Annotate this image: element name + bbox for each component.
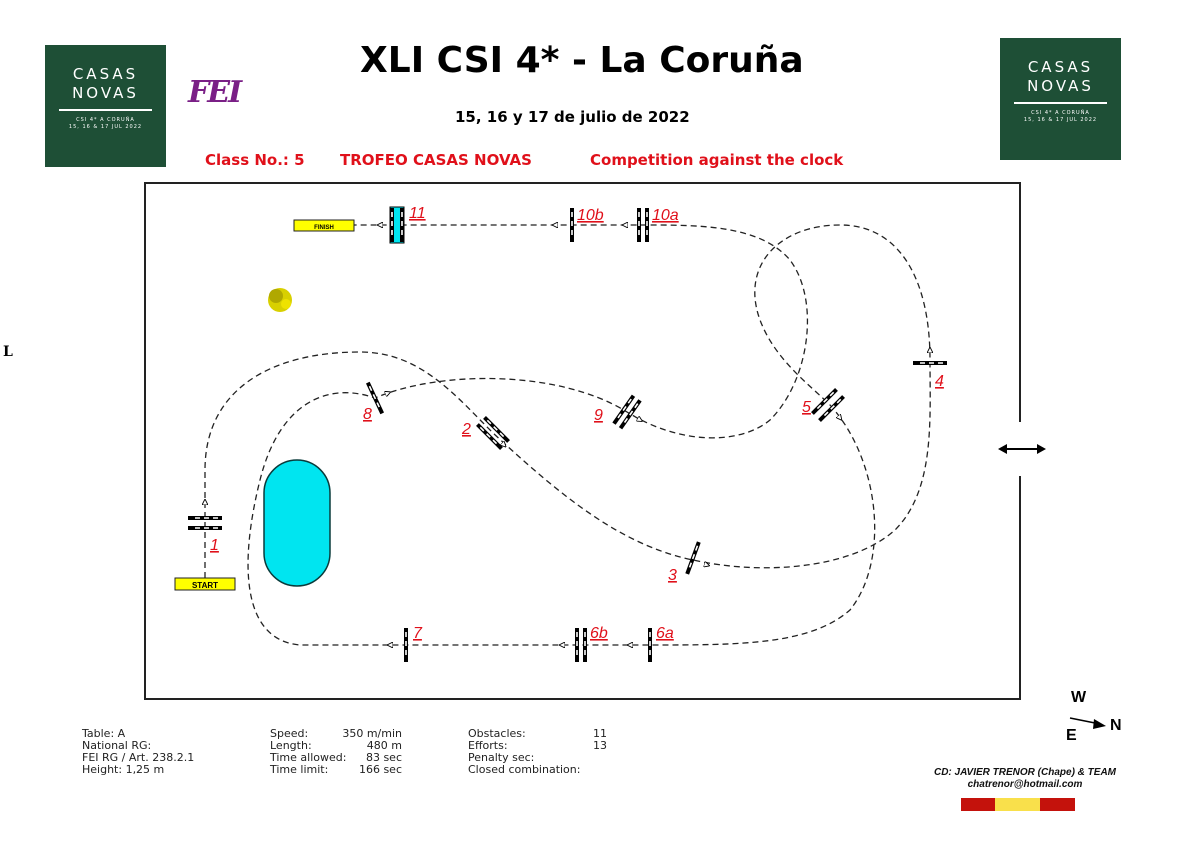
info-col-obstacles: Obstacles: 11 Efforts: 13 Penalty sec: Clo… xyxy=(468,728,607,776)
logo-text: CSI 4* A CORUÑA xyxy=(76,117,135,123)
course-designer: CD: JAVIER TRENOR (Chape) & TEAM chatren… xyxy=(905,767,1145,791)
fence-number: 6a xyxy=(656,625,674,642)
logo-text: CSI 4* A CORUÑA xyxy=(1031,110,1090,116)
fence-number: 8 xyxy=(363,406,372,423)
info-key: Efforts: xyxy=(468,739,508,752)
logo-text: 15, 16 & 17 JUL 2022 xyxy=(1023,117,1098,123)
fence-6b xyxy=(575,626,587,664)
fence-number: 6b xyxy=(590,625,608,642)
fence-number: 2 xyxy=(461,421,471,438)
arena-border xyxy=(144,182,1021,700)
compass-arrow-icon xyxy=(1069,717,1106,729)
casas-novas-logo-right: CASAS NOVAS CSI 4* A CORUÑA 15, 16 & 17 … xyxy=(1000,38,1121,160)
info-value: 480 m xyxy=(366,739,402,752)
bush-icon xyxy=(268,288,292,312)
info-key: Speed: xyxy=(270,727,309,740)
info-line: Height: 1,25 m xyxy=(82,763,165,776)
fence-number: 10a xyxy=(652,207,679,224)
fence-number: 9 xyxy=(594,407,603,424)
start-marker xyxy=(174,577,236,591)
logo-rule xyxy=(59,109,152,111)
fei-logo: FEI xyxy=(188,75,242,110)
start-label: START xyxy=(192,581,218,590)
finish-label: FINISH xyxy=(314,225,334,231)
course-track xyxy=(204,224,931,646)
logo-text: NOVAS xyxy=(1027,77,1094,95)
logo-rule xyxy=(1014,102,1107,104)
info-value: 83 sec xyxy=(365,751,402,764)
fence-11 xyxy=(389,206,405,244)
info-key: Time allowed: xyxy=(270,751,347,764)
info-col-table: Table: A National RG: FEI RG / Art. 238.… xyxy=(82,728,194,776)
info-line: Table: A xyxy=(82,727,126,740)
info-key: Obstacles: xyxy=(468,727,526,740)
designer-name: CD: JAVIER TRENOR (Chape) & TEAM xyxy=(933,767,1117,778)
compass-e: E xyxy=(1066,727,1077,744)
info-key: Closed combination: xyxy=(468,763,581,776)
info-value: 350 m/min xyxy=(342,727,402,740)
fence-number: 3 xyxy=(668,567,677,584)
fence-number: 7 xyxy=(413,625,423,642)
info-line: FEI RG / Art. 238.2.1 xyxy=(82,751,195,764)
designer-email: chatrenor@hotmail.com xyxy=(967,779,1083,790)
competition-type: Competition against the clock xyxy=(590,151,844,169)
info-key: Time limit: xyxy=(270,763,329,776)
fence-number: 5 xyxy=(802,399,811,416)
logo-text: CASAS xyxy=(1027,58,1094,76)
class-number: Class No.: 5 xyxy=(205,151,305,169)
spain-flag xyxy=(961,798,1075,811)
info-key: Penalty sec: xyxy=(468,751,535,764)
compass-w: W xyxy=(1071,689,1087,706)
info-value: 13 xyxy=(593,739,607,752)
page-title: XLI CSI 4* - La Coruña xyxy=(360,40,804,81)
compass-n: N xyxy=(1110,717,1122,734)
info-line: National RG: xyxy=(82,739,152,752)
info-value: 11 xyxy=(593,727,607,740)
fence-number: 10b xyxy=(577,207,604,224)
info-key: Length: xyxy=(270,739,312,752)
logo-text: NOVAS xyxy=(72,84,139,102)
fence-number: 4 xyxy=(935,373,944,390)
fence-number: 11 xyxy=(409,205,426,222)
water-pond xyxy=(263,459,331,587)
event-date: 15, 16 y 17 de julio de 2022 xyxy=(455,108,690,126)
logo-text: CASAS xyxy=(72,65,139,83)
logo-text: 15, 16 & 17 JUL 2022 xyxy=(68,124,143,130)
class-name: TROFEO CASAS NOVAS xyxy=(340,151,532,169)
entrance-arrow-icon xyxy=(998,444,1046,454)
side-letter: L xyxy=(3,344,13,360)
fence-3 xyxy=(685,540,701,576)
finish-marker xyxy=(293,219,355,232)
fence-number: 1 xyxy=(210,537,219,554)
info-col-speed: Speed: 350 m/min Length: 480 m Time allowe… xyxy=(270,728,402,776)
info-value: 166 sec xyxy=(358,763,402,776)
casas-novas-logo-left: CASAS NOVAS CSI 4* A CORUÑA 15, 16 & 17 … xyxy=(45,45,166,167)
